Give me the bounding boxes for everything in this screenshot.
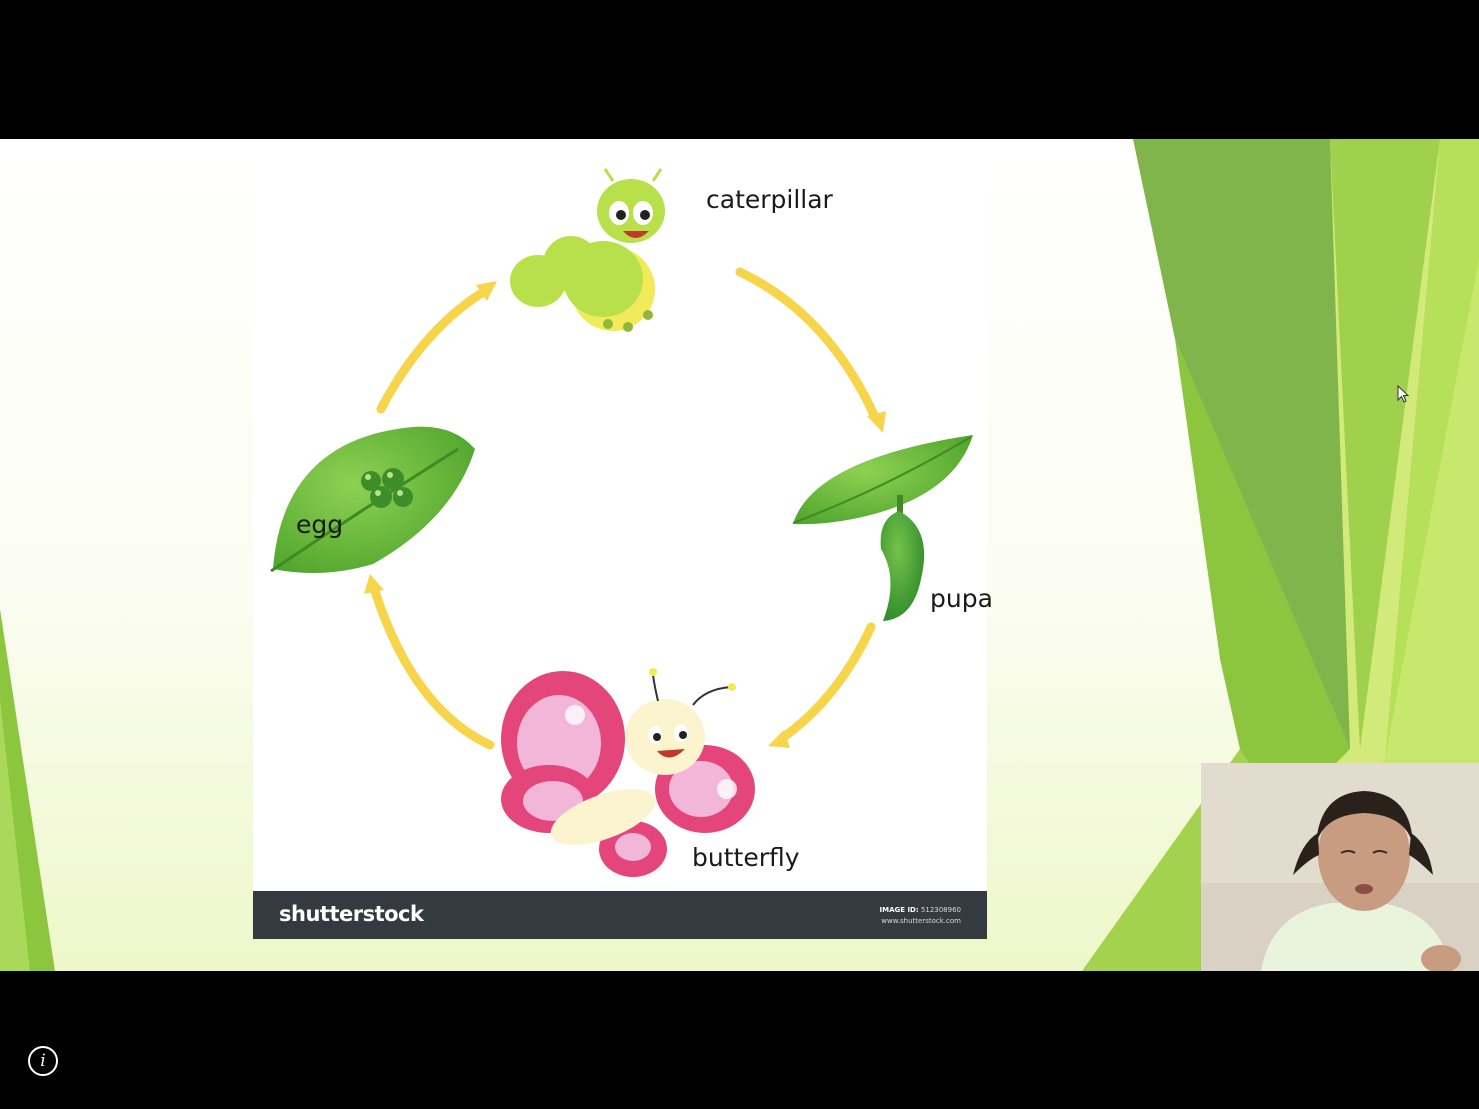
- slide: caterpillar pupa butterfly egg shutterst…: [0, 139, 1479, 971]
- arrow-icon: [364, 574, 384, 594]
- arrow-egg-to-caterpillar: [376, 281, 497, 414]
- info-icon: i: [40, 1051, 46, 1071]
- image-id-label: IMAGE ID:: [879, 906, 919, 914]
- pupa-illustration: [792, 435, 973, 621]
- stock-brand-name: shutterstock: [279, 902, 424, 926]
- caterpillar-label: caterpillar: [706, 185, 833, 214]
- mouse-pointer-icon: [1397, 385, 1409, 403]
- stock-credit-bar: shutterstock IMAGE ID: 512308960 www.shu…: [253, 891, 987, 939]
- life-cycle-figure: caterpillar pupa butterfly egg shutterst…: [253, 139, 993, 939]
- arrow-icon: [867, 411, 886, 433]
- egg-label: egg: [296, 510, 344, 539]
- arrow-caterpillar-to-pupa: [735, 267, 886, 433]
- butterfly-label: butterfly: [692, 843, 800, 872]
- arrow-icon: [476, 281, 497, 301]
- arrow-pupa-to-butterfly: [768, 622, 876, 748]
- presenter-video: [1201, 763, 1479, 971]
- life-cycle-diagram: [270, 168, 973, 877]
- info-button[interactable]: i: [28, 1046, 58, 1076]
- stock-image-id: IMAGE ID: 512308960 www.shutterstock.com: [880, 905, 962, 927]
- caterpillar-illustration: [510, 168, 665, 332]
- arrow-butterfly-to-egg: [364, 574, 495, 750]
- pupa-label: pupa: [930, 584, 993, 613]
- arrow-icon: [768, 730, 790, 748]
- image-id-value: 512308960: [920, 906, 961, 914]
- presenter-webcam: [1201, 763, 1479, 971]
- stock-site: www.shutterstock.com: [881, 917, 961, 925]
- egg-leaf-illustration: [270, 426, 475, 573]
- butterfly-illustration: [501, 668, 755, 877]
